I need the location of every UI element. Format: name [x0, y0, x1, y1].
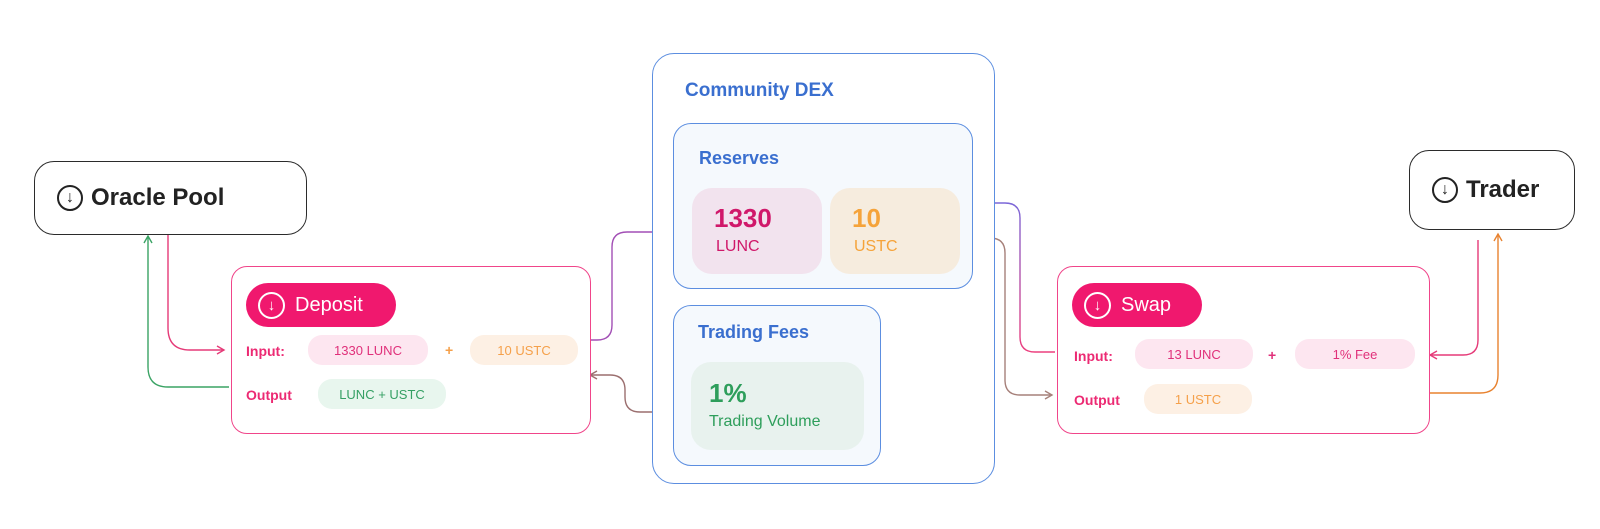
deposit-input-lunc: 1330 LUNC — [308, 335, 428, 365]
dex-title: Community DEX — [685, 80, 834, 101]
reserve-lunc-unit: LUNC — [716, 238, 760, 255]
swap-to-reserves-connector — [971, 198, 1055, 353]
deposit-to-oracle-connector — [143, 234, 229, 388]
trading-fees-label: Trading Volume — [709, 413, 821, 430]
swap-header: ↓ Swap — [1072, 283, 1202, 327]
swap-output-value: 1 USTC — [1144, 384, 1252, 414]
deposit-to-reserves-connector — [587, 227, 675, 341]
trading-fees-title: Trading Fees — [698, 322, 810, 342]
swap-input-lunc: 13 LUNC — [1135, 339, 1253, 369]
reserves-title: Reserves — [699, 148, 780, 168]
reserve-ustc-unit: USTC — [854, 238, 898, 255]
reserve-lunc: 1330 LUNC — [692, 188, 822, 274]
reserve-ustc-value: 10 — [852, 203, 881, 233]
arrow-down-circle-icon: ↓ — [57, 185, 83, 211]
arrow-down-circle-icon: ↓ — [1084, 291, 1111, 319]
trading-fees-value: 1% — [709, 378, 747, 408]
arrow-down-circle-icon: ↓ — [258, 291, 285, 319]
deposit-input-label: Input: — [246, 343, 285, 359]
deposit-card: ↓ Deposit Input: 1330 LUNC + 10 USTC Out… — [231, 266, 591, 434]
deposit-output-value: LUNC + USTC — [318, 379, 446, 409]
reserve-lunc-value: 1330 — [714, 203, 772, 233]
fees-to-deposit-connector — [588, 370, 670, 413]
swap-output-label: Output — [1074, 392, 1120, 408]
swap-plus: + — [1268, 347, 1277, 363]
trading-fees-card: Trading Fees 1% Trading Volume — [673, 305, 881, 466]
trader-to-swap-connector — [1428, 240, 1479, 360]
community-dex-container: Community DEX Reserves 1330 LUNC 10 USTC… — [652, 53, 995, 484]
deposit-title: Deposit — [295, 293, 363, 316]
trader-node: ↓ Trader — [1409, 150, 1575, 230]
swap-input-label: Input: — [1074, 348, 1113, 364]
oracle-pool-label: Oracle Pool — [91, 184, 225, 211]
swap-title: Swap — [1121, 293, 1172, 316]
deposit-plus: + — [445, 342, 454, 358]
deposit-header: ↓ Deposit — [246, 283, 396, 327]
swap-input-fee: 1% Fee — [1295, 339, 1415, 369]
oracle-to-deposit-connector — [167, 234, 226, 355]
reserves-to-swap-connector — [972, 237, 1054, 400]
deposit-input-ustc: 10 USTC — [470, 335, 578, 365]
reserves-card: Reserves 1330 LUNC 10 USTC — [673, 123, 973, 289]
arrow-down-circle-icon: ↓ — [1432, 177, 1458, 203]
trader-label: Trader — [1466, 176, 1540, 203]
swap-card: ↓ Swap Input: 13 LUNC + 1% Fee Output 1 … — [1057, 266, 1430, 434]
deposit-output-label: Output — [246, 387, 292, 403]
trading-fees-value-box: 1% Trading Volume — [691, 362, 864, 450]
reserve-ustc: 10 USTC — [830, 188, 960, 274]
swap-to-trader-connector — [1426, 232, 1503, 394]
oracle-pool-node: ↓ Oracle Pool — [34, 161, 307, 235]
